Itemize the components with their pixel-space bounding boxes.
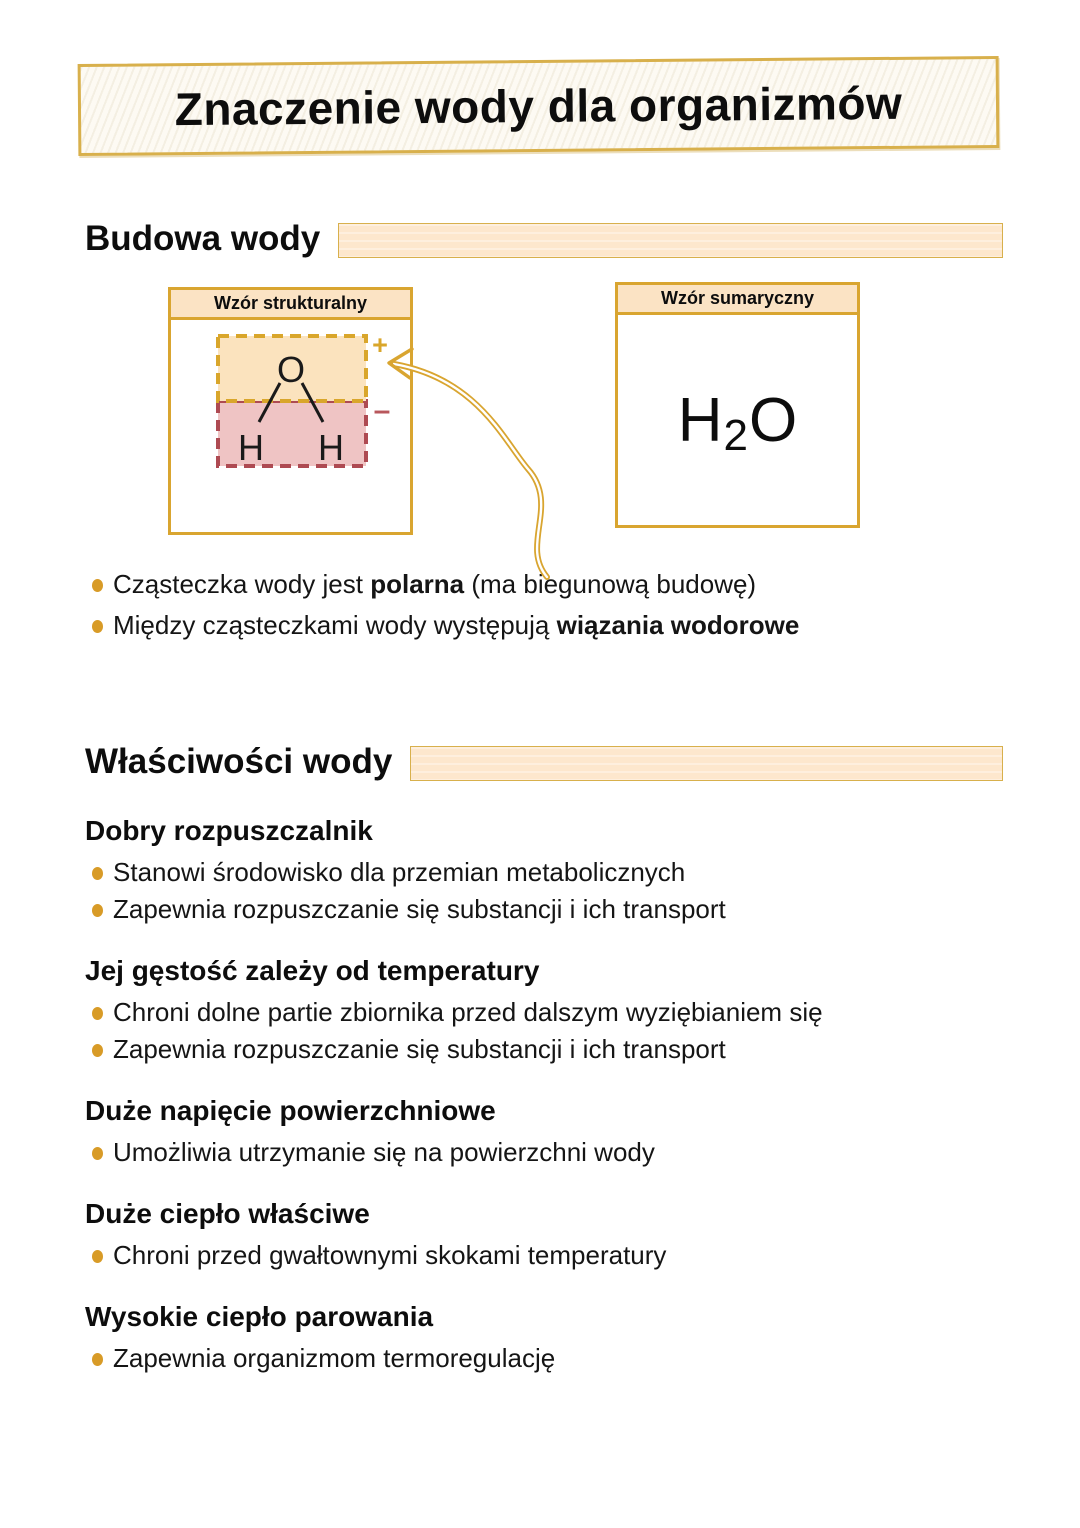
list-item: Między cząsteczkami wody występują wiąza…	[85, 605, 1030, 646]
page-title: Znaczenie wody dla organizmów	[174, 76, 903, 136]
formula-o: O	[749, 385, 798, 455]
oxygen-atom-label: O	[277, 349, 305, 390]
o-h-bond-left	[257, 382, 282, 423]
summary-box-header: Wzór sumaryczny	[618, 285, 857, 315]
o-h-bond-right	[300, 382, 325, 423]
structural-formula-box: Wzór strukturalny O H H + –	[168, 287, 413, 535]
arrow-outline	[391, 361, 550, 580]
property-title: Dobry rozpuszczalnik	[85, 815, 373, 846]
section-heading-wlasciwosci: Właściwości wody	[85, 742, 393, 781]
summary-formula-box: Wzór sumaryczny H 2 O	[615, 282, 860, 528]
list-item: Zapewnia rozpuszczanie się substancji i …	[85, 1031, 1030, 1068]
section-wlasciwosci-heading-row: Właściwości wody	[85, 742, 1003, 782]
property-title: Duże napięcie powierzchniowe	[85, 1095, 496, 1126]
structural-box-body: O H H + –	[171, 320, 410, 532]
property-bullet-list: Umożliwia utrzymanie się na powierzchni …	[85, 1134, 1030, 1171]
property-bullet-list: Chroni dolne partie zbiornika przed dals…	[85, 994, 1030, 1068]
property-title: Duże ciepło właściwe	[85, 1198, 370, 1229]
list-item: Zapewnia rozpuszczanie się substancji i …	[85, 891, 1030, 928]
page-title-box: Znaczenie wody dla organizmów	[77, 55, 1000, 157]
list-item: Stanowi środowisko dla przemian metaboli…	[85, 854, 1030, 891]
property-bullet-list: Stanowi środowisko dla przemian metaboli…	[85, 854, 1030, 928]
property-title: Wysokie ciepło parowania	[85, 1301, 434, 1332]
property-bullet-list: Zapewnia organizmom termoregulację	[85, 1340, 1030, 1377]
heading-highlight-bar	[338, 223, 1003, 258]
structural-box-header: Wzór strukturalny	[171, 290, 410, 320]
list-item: Cząsteczka wody jest polarna (ma bieguno…	[85, 564, 1030, 605]
water-molecule-diagram: O H H + –	[216, 330, 391, 468]
list-item: Umożliwia utrzymanie się na powierzchni …	[85, 1134, 1030, 1171]
arrowhead-icon	[387, 347, 414, 380]
section-budowa-heading-row: Budowa wody	[85, 219, 1003, 259]
minus-charge-label: –	[374, 394, 391, 427]
section-heading-budowa: Budowa wody	[85, 219, 321, 258]
list-item: Zapewnia organizmom termoregulację	[85, 1340, 1030, 1377]
formula-h: H	[677, 385, 723, 455]
property-title: Jej gęstość zależy od temperatury	[85, 955, 540, 986]
positive-pole-region	[216, 334, 368, 403]
h2o-formula: H 2 O	[618, 315, 857, 525]
heading-highlight-bar	[410, 746, 1003, 781]
list-item: Chroni przed gwałtownymi skokami tempera…	[85, 1237, 1030, 1274]
summary-box-body: H 2 O	[618, 315, 857, 525]
hydrogen-atom-label-right: H	[318, 427, 344, 468]
property-bullet-list: Chroni przed gwałtownymi skokami tempera…	[85, 1237, 1030, 1274]
arrow-core	[392, 362, 549, 579]
formula-subscript: 2	[723, 411, 749, 460]
budowa-bullet-list: Cząsteczka wody jest polarna (ma bieguno…	[85, 564, 1030, 646]
hydrogen-atom-label-left: H	[238, 427, 264, 468]
polarity-annotation-arrow	[387, 347, 550, 580]
list-item: Chroni dolne partie zbiornika przed dals…	[85, 994, 1030, 1031]
plus-charge-label: +	[372, 330, 388, 360]
